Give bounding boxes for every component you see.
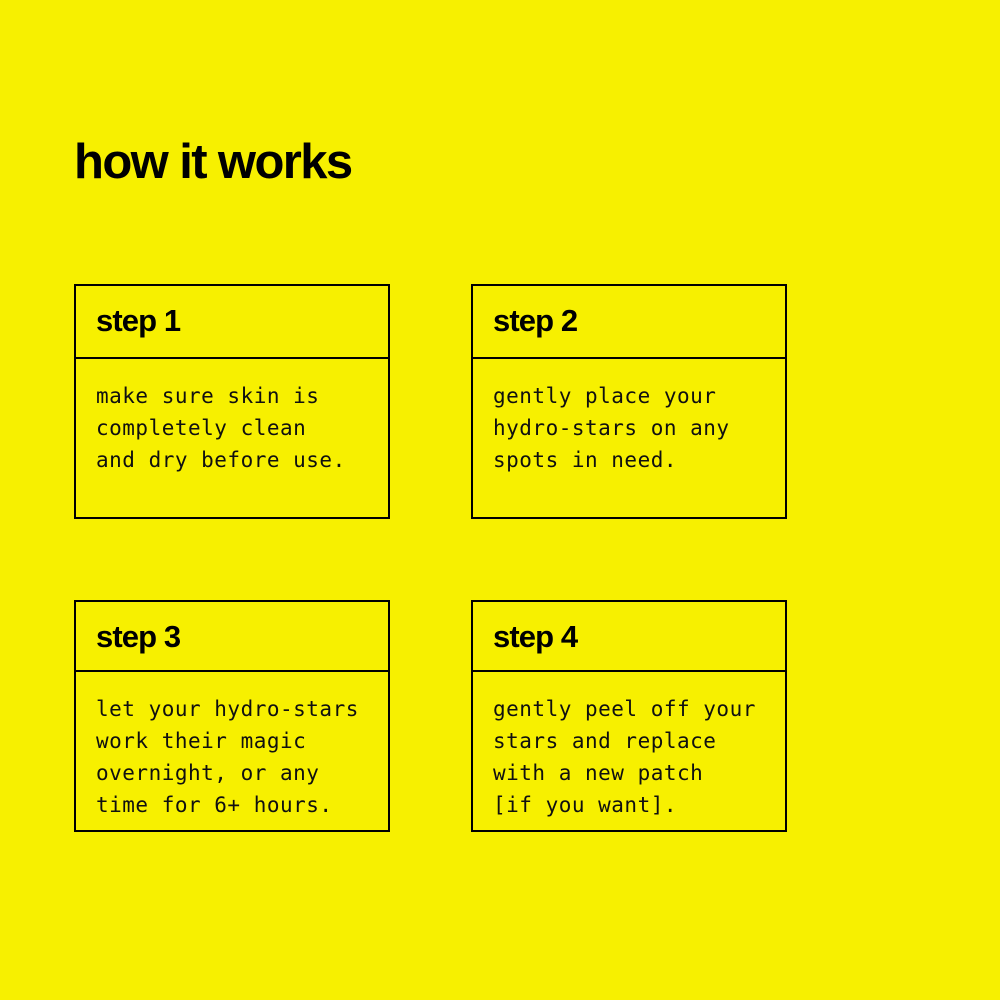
step-card-4-line-2: stars and replace bbox=[493, 729, 717, 753]
step-card-3-line-2: work their magic bbox=[96, 729, 307, 753]
steps-row-top: step 1 make sure skin is completely clea… bbox=[74, 284, 787, 519]
step-card-1-line-1: make sure skin is bbox=[96, 384, 320, 408]
step-card-2-body: gently place your hydro-stars on any spo… bbox=[473, 359, 785, 517]
step-card-2-header: step 2 bbox=[473, 286, 785, 359]
step-card-1-line-2: completely clean bbox=[96, 416, 307, 440]
step-card-4-line-3: with a new patch bbox=[493, 761, 704, 785]
step-card-4-line-1: gently peel off your bbox=[493, 697, 756, 721]
step-card-4: step 4 gently peel off your stars and re… bbox=[471, 600, 787, 832]
step-card-1-header: step 1 bbox=[76, 286, 388, 359]
step-card-4-title: step 4 bbox=[493, 619, 578, 654]
step-card-4-header: step 4 bbox=[473, 602, 785, 672]
step-card-1-title: step 1 bbox=[96, 303, 181, 338]
page-title: how it works bbox=[74, 134, 353, 189]
steps-grid: step 1 make sure skin is completely clea… bbox=[74, 284, 787, 832]
step-card-3-line-4: time for 6+ hours. bbox=[96, 793, 333, 817]
steps-row-bottom: step 3 let your hydro-stars work their m… bbox=[74, 600, 787, 832]
step-card-3-line-3: overnight, or any bbox=[96, 761, 320, 785]
step-card-3: step 3 let your hydro-stars work their m… bbox=[74, 600, 390, 832]
step-card-2-line-3: spots in need. bbox=[493, 448, 678, 472]
step-card-3-body: let your hydro-stars work their magic ov… bbox=[76, 672, 388, 835]
step-card-1: step 1 make sure skin is completely clea… bbox=[74, 284, 390, 519]
step-card-3-title: step 3 bbox=[96, 619, 181, 654]
step-card-2: step 2 gently place your hydro-stars on … bbox=[471, 284, 787, 519]
step-card-3-header: step 3 bbox=[76, 602, 388, 672]
step-card-4-body: gently peel off your stars and replace w… bbox=[473, 672, 785, 835]
step-card-1-line-3: and dry before use. bbox=[96, 448, 346, 472]
step-card-4-line-4: [if you want]. bbox=[493, 793, 678, 817]
step-card-3-line-1: let your hydro-stars bbox=[96, 697, 359, 721]
step-card-1-body: make sure skin is completely clean and d… bbox=[76, 359, 388, 517]
step-card-2-title: step 2 bbox=[493, 303, 578, 338]
step-card-2-line-1: gently place your bbox=[493, 384, 717, 408]
step-card-2-line-2: hydro-stars on any bbox=[493, 416, 730, 440]
